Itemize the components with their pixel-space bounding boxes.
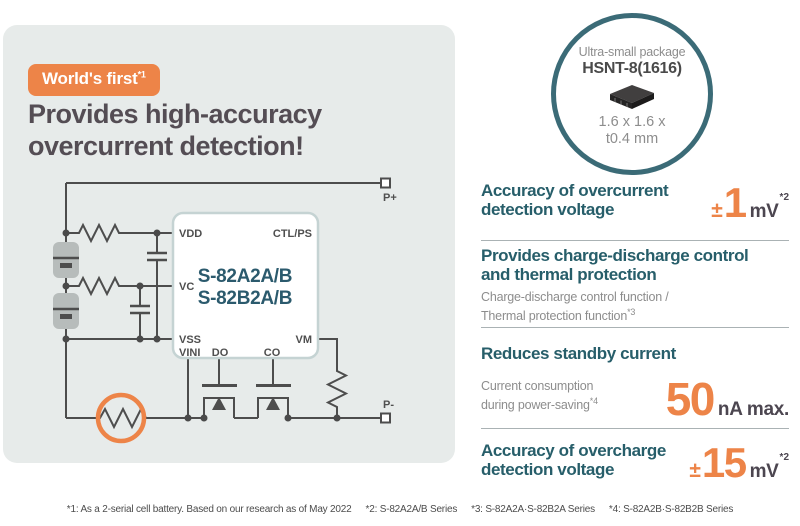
pin-label-vc: VC	[179, 281, 194, 293]
package-dimensions-line2: t0.4 mm	[605, 131, 659, 147]
feature-standby-current: Reduces standby current Current consumpt…	[481, 344, 790, 425]
terminal-positive-icon	[380, 177, 391, 189]
pin-label-co: CO	[264, 347, 281, 359]
terminal-label-negative: P-	[383, 399, 394, 411]
part-number-line1: S-82A2A/B	[198, 266, 292, 287]
package-caption: Ultra-small package	[578, 45, 686, 59]
feature-title-line2: and thermal protection	[481, 265, 657, 284]
application-circuit-diagram: VDD CTL/PS VC VSS VINI DO CO VM S-82A2A/…	[53, 177, 397, 444]
divider	[481, 327, 789, 328]
value-unit: nA max.	[717, 399, 789, 420]
feature-subtext: Current consumption during power-saving*…	[481, 379, 598, 413]
terminal-negative-icon	[380, 412, 391, 424]
value-number: 1	[723, 179, 747, 226]
footnote-1: *1: As a 2-serial cell battery. Based on…	[66, 504, 352, 515]
pin-label-vini: VINI	[179, 347, 200, 359]
feature-overcurrent-accuracy: Accuracy of overcurrent detection voltag…	[481, 181, 789, 223]
package-name: HSNT-8(1616)	[582, 60, 682, 77]
mosfet-arrow-icon	[266, 397, 280, 410]
feature-subtext-line2: during power-saving	[481, 398, 590, 413]
badge-label: World's first	[42, 69, 138, 88]
feature-control-protection: Provides charge-discharge control and th…	[481, 246, 789, 324]
feature-title-line2: detection voltage	[481, 460, 615, 479]
part-number-line2: S-82B2A/B	[198, 288, 292, 309]
ic-body	[171, 211, 320, 360]
junction-dots	[62, 229, 341, 422]
feature-title-line1: Accuracy of overcurrent	[481, 181, 669, 200]
package-circle: Ultra-small package HSNT-8(1616) 1.6 x 1…	[551, 13, 713, 175]
footnote-2: *2: S-82A2A/B Series	[365, 504, 458, 515]
terminal-label-positive: P+	[383, 192, 397, 204]
value-sign: ±	[689, 459, 701, 482]
value-sign: ±	[711, 199, 723, 222]
divider	[481, 240, 789, 241]
page-title: Provides high-accuracy overcurrent detec…	[28, 98, 322, 162]
feature-title: Accuracy of overcurrent detection voltag…	[481, 181, 669, 223]
feature-subtext-line1: Current consumption	[481, 379, 594, 393]
value-superscript: *2	[779, 452, 789, 463]
feature-overcharge-accuracy: Accuracy of overcharge detection voltage…	[481, 441, 789, 483]
value-unit: mV	[749, 201, 779, 222]
battery-cell-icon	[53, 293, 79, 329]
pin-label-do: DO	[212, 347, 229, 359]
value-number: 50	[665, 373, 716, 425]
feature-title: Provides charge-discharge control and th…	[481, 246, 789, 284]
value-unit: mV	[749, 461, 779, 482]
mosfet-arrow-icon	[212, 397, 226, 410]
badge-superscript: *1	[137, 69, 146, 80]
footnotes: *1: As a 2-serial cell battery. Based on…	[0, 504, 800, 515]
footnote-3: *3: S-82A2A·S-82B2A Series	[471, 504, 595, 515]
pin-label-vdd: VDD	[179, 228, 202, 240]
chip-package-icon	[610, 85, 654, 109]
feature-title: Accuracy of overcharge detection voltage	[481, 441, 666, 483]
feature-subtext: Charge-discharge control function / Ther…	[481, 290, 789, 324]
feature-title-line1: Provides charge-discharge control	[481, 246, 749, 265]
feature-title-line2: detection voltage	[481, 200, 615, 219]
feature-title: Reduces standby current	[481, 344, 676, 363]
value-superscript: *2	[779, 192, 789, 203]
sense-resistor-highlight	[95, 392, 147, 444]
package-dimensions: 1.6 x 1.6 x t0.4 mm	[556, 114, 708, 148]
feature-subtext-line1: Charge-discharge control function /	[481, 290, 669, 304]
feature-subtext-superscript: *3	[627, 307, 636, 317]
footnote-4: *4: S-82A2B·S-82B2B Series	[608, 504, 734, 515]
feature-subtext-line2: Thermal protection function	[481, 309, 628, 324]
worlds-first-badge: World's first*1	[28, 64, 160, 96]
divider	[481, 428, 789, 429]
feature-title-line1: Accuracy of overcharge	[481, 441, 666, 460]
feature-subtext-superscript: *4	[589, 396, 598, 406]
pin-label-ctlps: CTL/PS	[273, 228, 312, 240]
page-title-line2: overcurrent detection!	[28, 131, 304, 161]
pin-label-vss: VSS	[179, 334, 201, 346]
battery-cell-icon	[53, 242, 79, 278]
page-title-line1: Provides high-accuracy	[28, 99, 322, 129]
value-number: 15	[701, 439, 747, 486]
package-dimensions-line1: 1.6 x 1.6 x	[598, 114, 666, 130]
pin-label-vm: VM	[296, 334, 313, 346]
